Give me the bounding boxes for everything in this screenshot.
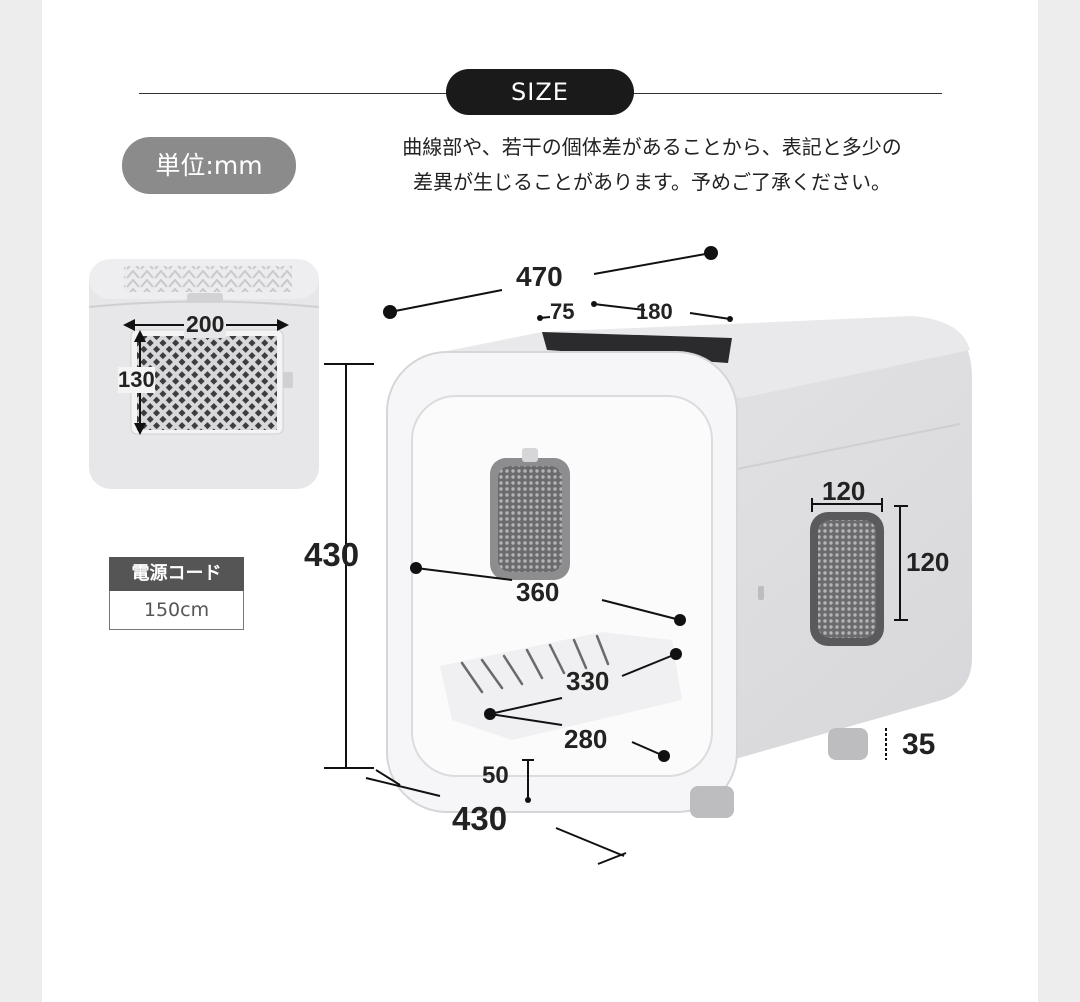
disclaimer-note: 曲線部や、若干の個体差があることから、表記と多少の 差異が生じることがあります。…: [342, 130, 962, 200]
dim-floor-height: 50: [482, 762, 509, 789]
dim-tray-depth: 280: [564, 724, 608, 754]
header-rule-right: [632, 93, 942, 94]
size-title: SIZE: [446, 69, 634, 115]
power-cord-header: 電源コード: [109, 557, 244, 591]
dim-side-window-width: 120: [822, 476, 866, 506]
dim-side-window-height: 120: [906, 547, 950, 577]
dim-inner-width: 360: [516, 577, 560, 607]
filter-thumbnail: [88, 259, 320, 489]
dimension-lines: [324, 252, 908, 865]
dim-total-width: 470: [516, 261, 563, 292]
unit-badge: 単位:mm: [122, 137, 296, 194]
dim-top-depth: 180: [636, 299, 673, 324]
dim-total-height: 430: [304, 536, 360, 573]
dim-total-depth: 430: [452, 800, 508, 837]
dim-foot-height: 35: [902, 728, 936, 761]
product-diagram: [88, 246, 972, 865]
header-rule-left: [139, 93, 449, 94]
dim-filter-width: 200: [184, 311, 227, 338]
dryer-box: [386, 316, 972, 818]
power-cord-value: 150cm: [109, 591, 244, 630]
size-spec-panel: SIZE 単位:mm 曲線部や、若干の個体差があることから、表記と多少の 差異が…: [42, 0, 1038, 1002]
dim-tray-width: 330: [566, 666, 610, 696]
dim-filter-height: 130: [118, 367, 155, 393]
disclaimer-line-1: 曲線部や、若干の個体差があることから、表記と多少の: [402, 135, 902, 159]
dim-top-front: 75: [550, 299, 575, 324]
disclaimer-line-2: 差異が生じることがあります。予めご了承ください。: [413, 170, 891, 194]
dimension-dots: [383, 246, 733, 803]
